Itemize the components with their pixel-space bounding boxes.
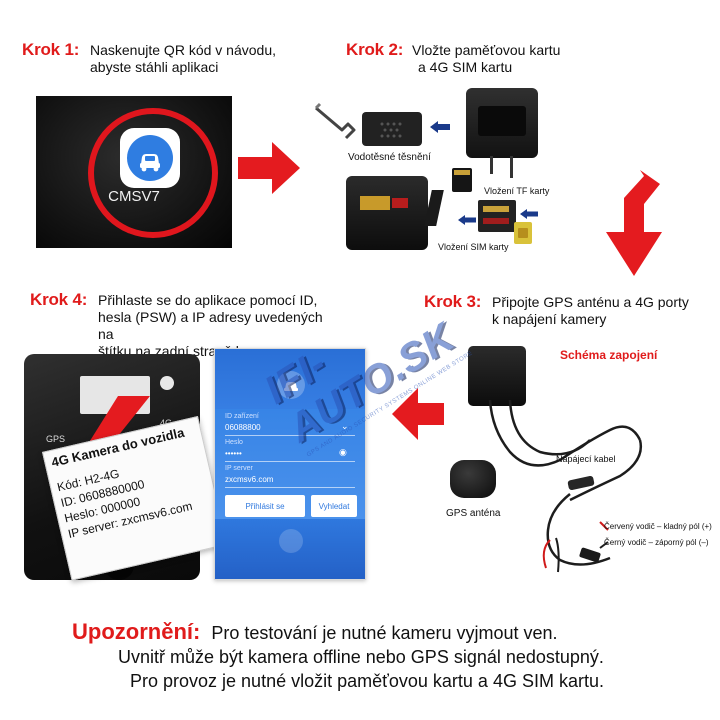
wiring-cables: [440, 399, 720, 605]
step3-text: Připojte GPS anténu a 4G porty k napájen…: [492, 294, 692, 328]
step3-text-line1: Připojte GPS anténu a 4G porty: [492, 294, 689, 310]
sim-slot-panel: [478, 200, 516, 232]
step4-text-line2: hesla (PSW) a IP adresy uvedených na: [98, 309, 323, 342]
chevron-down-icon[interactable]: ⌄: [341, 421, 349, 431]
id-field-label: ID zařízení: [225, 413, 259, 420]
label-tf-card: Vložení TF karty: [484, 186, 550, 196]
highlight-ring: [88, 108, 218, 238]
car-pin-icon: [127, 135, 173, 181]
arrow-step3-to-step4: [392, 386, 444, 442]
step2-text: Vložte paměťovou kartu a 4G SIM kartu: [412, 42, 612, 76]
camera-back-unit: [466, 88, 538, 158]
label-power-cable: Napájecí kabel: [556, 454, 616, 464]
password-field-label: Heslo: [225, 439, 243, 446]
step4-text: Přihlaste se do aplikace pomocí ID, hesl…: [98, 292, 338, 360]
camera-open-unit: [346, 176, 428, 250]
blue-arrow-left-icon: [430, 120, 450, 138]
label-sim-card: Vložení SIM karty: [438, 242, 509, 252]
notice-block: Upozornění: Pro testování je nutné kamer…: [72, 620, 712, 693]
step1-text-line1: Naskenujte QR kód v návodu,: [90, 42, 276, 58]
eye-icon[interactable]: ◉: [339, 447, 347, 457]
notice-line3: Pro provoz je nutné vložit paměťovou kar…: [130, 671, 604, 691]
arrow-step2-to-step3: [600, 170, 680, 280]
step3-title: Krok 3:: [424, 292, 482, 311]
notice-line2: Uvnitř může být kamera offline nebo GPS …: [118, 647, 604, 667]
phone-form: ID zařízení 06088800 ⌄ Heslo •••••• ◉ IP…: [215, 409, 365, 521]
camera-step3-unit: [468, 346, 526, 406]
gps-antenna-puck: [450, 460, 496, 498]
phone-login-screen: ID zařízení 06088800 ⌄ Heslo •••••• ◉ IP…: [214, 348, 366, 580]
camera-sticker-dot: [160, 376, 174, 390]
step4-text-line1: Přihlaste se do aplikace pomocí ID,: [98, 292, 318, 308]
cmsv7-app-icon: [120, 128, 180, 188]
search-button[interactable]: Vyhledat: [311, 495, 357, 517]
wiring-schema-title: Schéma zapojení: [560, 348, 658, 362]
label-red-wire: Červený vodič – kladný pól (+): [604, 522, 712, 531]
sim-card-icon: [514, 222, 532, 244]
phone-footer: [215, 519, 365, 579]
server-field-label: IP server: [225, 465, 253, 472]
id-field[interactable]: 06088800: [225, 423, 261, 432]
server-field-underline: [225, 487, 355, 488]
login-button[interactable]: Přihlásit se: [225, 495, 305, 517]
step1-app-panel: CMSV7: [36, 96, 232, 248]
blue-arrow-left-icon-3: [520, 206, 538, 224]
step1-text: Naskenujte QR kód v návodu, abyste stáhl…: [90, 42, 290, 76]
app-logo-icon: [277, 371, 305, 399]
step2-title: Krok 2:: [346, 40, 404, 59]
waterproof-seal-part: [362, 112, 422, 146]
cable-stub: [490, 156, 493, 174]
port-label-gps: GPS: [46, 434, 66, 444]
pry-tool-icon: [312, 100, 360, 149]
server-field[interactable]: zxcmsv6.com: [225, 475, 274, 484]
password-field-underline: [225, 461, 355, 462]
arrow-step1-to-step2: [238, 140, 302, 196]
blue-arrow-left-icon-2: [458, 212, 476, 230]
password-field[interactable]: ••••••: [225, 449, 242, 458]
tf-card-icon: [452, 168, 472, 192]
footer-logo-icon: [279, 529, 303, 553]
notice-line1: Pro testování je nutné kameru vyjmout ve…: [211, 623, 558, 643]
app-name-label: CMSV7: [108, 188, 160, 205]
label-black-wire: Černý vodič – záporný pól (–): [604, 538, 709, 547]
label-gps-antenna: GPS anténa: [446, 508, 501, 519]
step2-text-line2: a 4G SIM kartu: [418, 59, 513, 75]
step4-title: Krok 4:: [30, 290, 88, 309]
step1-title: Krok 1:: [22, 40, 80, 59]
step3-text-line2: k napájení kamery: [492, 311, 607, 327]
id-field-underline: [225, 435, 355, 436]
step1-text-line2: abyste stáhli aplikaci: [90, 59, 219, 75]
label-waterproof-seal: Vodotěsné těsnění: [348, 152, 431, 163]
cable-stub-2: [510, 156, 513, 178]
step2-text-line1: Vložte paměťovou kartu: [412, 42, 561, 58]
notice-heading: Upozornění:: [72, 619, 201, 644]
